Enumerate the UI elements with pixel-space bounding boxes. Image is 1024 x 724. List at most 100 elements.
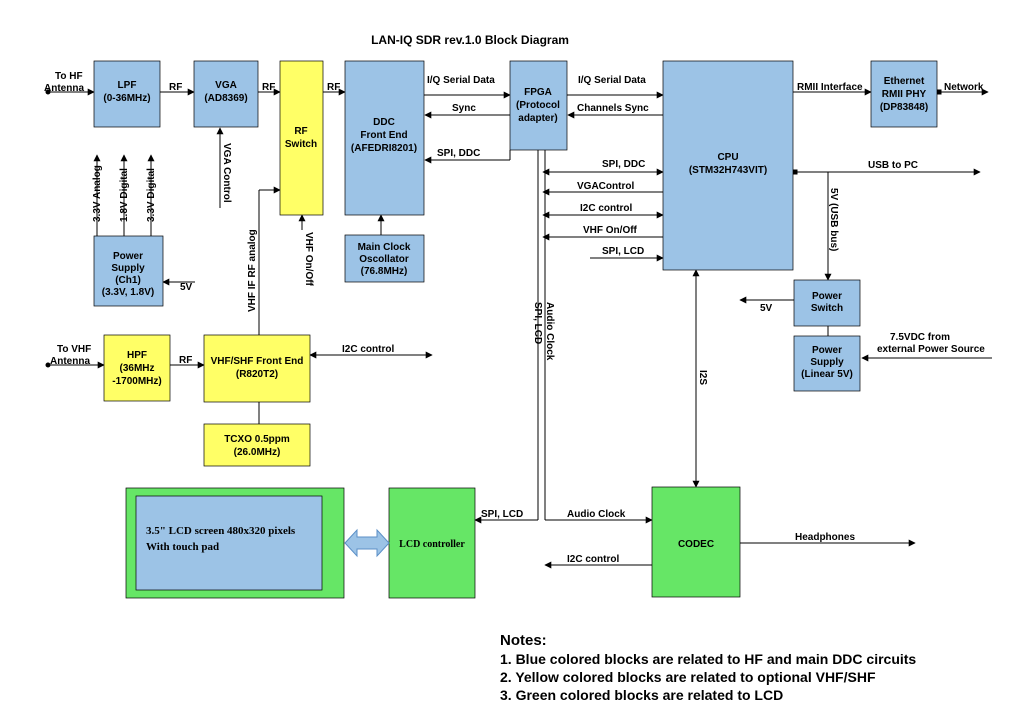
power-switch-label-2: Switch [811, 303, 843, 314]
rf-label-4: RF [179, 355, 192, 366]
vhf-onoff-v-label: VHF On/Off [303, 232, 314, 287]
vhf-antenna-label-2: Antenna [50, 356, 90, 367]
main-clock-label-1: Main Clock [358, 242, 411, 253]
notes: Notes: 1. Blue colored blocks are relate… [500, 632, 916, 703]
main-clock-label-2: Oscollator [359, 254, 409, 265]
ps-ch1-label-4: (3.3V, 1.8V) [102, 287, 154, 298]
ps-ch1-label-1: Power [113, 251, 143, 262]
ext-power-label-1: 7.5VDC from [890, 332, 950, 343]
ddc-label-3: (AFEDRI8201) [351, 143, 417, 154]
note-item-1: 1. Blue colored blocks are related to HF… [500, 651, 916, 667]
ddc-block [344, 60, 425, 216]
ddc-label-1: DDC [373, 117, 395, 128]
usb-bus-label: 5V (USB bus) [828, 188, 839, 251]
fpga-block [509, 60, 568, 151]
hf-antenna-label-1: To HF [55, 71, 83, 82]
codec-label: CODEC [678, 539, 714, 550]
blocks [93, 60, 938, 599]
eth-label-3: (DP83848) [880, 102, 928, 113]
power-supply-ch1-block [93, 235, 164, 307]
audio-clock-v-label: Audio Clock [544, 302, 555, 361]
i2c-control-label-3: I2C control [567, 554, 619, 565]
i2c-control-label-2: I2C control [342, 344, 394, 355]
diagram-title: LAN-IQ SDR rev.1.0 Block Diagram [371, 33, 569, 47]
spi-ddc-label-1: SPI, DDC [437, 148, 480, 159]
i2s-label: I2S [697, 370, 708, 385]
note-item-3: 3. Green colored blocks are related to L… [500, 687, 783, 703]
block-labels: LPF (0-36MHz) VGA (AD8369) RF Switch DDC… [102, 76, 928, 550]
headphones-label: Headphones [795, 532, 855, 543]
vhf-front-label-2: (R820T2) [236, 369, 278, 380]
lcd-screen-block [135, 495, 323, 591]
hf-antenna-label-2: Antenna [44, 83, 84, 94]
usb-to-pc-label: USB to PC [868, 160, 918, 171]
notes-title: Notes: [500, 632, 547, 649]
hpf-label-3: -1700MHz) [112, 376, 161, 387]
vga-control-v-label: VGA Control [221, 143, 232, 203]
vhf-front-label-1: VHF/SHF Front End [211, 356, 304, 367]
note-item-2: 2. Yellow colored blocks are related to … [500, 669, 876, 685]
ps-linear-label-2: Supply [810, 357, 844, 368]
connection-lines [45, 88, 992, 569]
rf-switch-label-2: Switch [285, 139, 317, 150]
tcxo-label-2: (26.0MHz) [234, 447, 281, 458]
tcxo-label-1: TCXO 0.5ppm [224, 434, 290, 445]
ddc-label-2: Front End [360, 130, 407, 141]
ps-linear-label-3: (Linear 5V) [801, 369, 853, 380]
hpf-block [103, 334, 171, 402]
fpga-label-2: (Protocol [516, 100, 560, 111]
iq-serial-data-label-2: I/Q Serial Data [578, 75, 646, 86]
channels-sync-label: Channels Sync [577, 103, 649, 114]
5v-label-2: 5V [180, 282, 193, 293]
eth-label-2: RMII PHY [882, 89, 927, 100]
5v-label-1: 5V [760, 303, 773, 314]
power-switch-label-1: Power [812, 291, 842, 302]
spi-lcd-label-1: SPI, LCD [602, 246, 644, 257]
lcd-controller-block [388, 487, 476, 599]
cpu-label-2: (STM32H743VIT) [689, 165, 767, 176]
ext-power-label-2: external Power Source [877, 344, 985, 355]
rf-label-3: RF [327, 82, 340, 93]
main-clock-block [344, 234, 425, 283]
vga-label-1: VGA [215, 80, 237, 91]
ps-ch1-label-3: (Ch1) [115, 275, 141, 286]
power-switch-block [793, 279, 861, 327]
hpf-label-2: (36MHz [119, 363, 154, 374]
lcd-link-arrow [344, 528, 390, 558]
ethernet-phy-block [870, 60, 938, 128]
eth-label-1: Ethernet [884, 76, 925, 87]
vhf-onoff-h-label: VHF On/Off [583, 225, 638, 236]
lcd-controller-label: LCD controller [399, 539, 465, 550]
spi-lcd-v-label: SPI, LCD [532, 302, 543, 344]
vga-label-2: (AD8369) [204, 93, 247, 104]
fpga-label-3: adapter) [518, 113, 557, 124]
tcxo-block [203, 423, 311, 467]
ps-ch1-label-2: Supply [111, 263, 145, 274]
vhf-antenna-label-1: To VHF [57, 344, 91, 355]
lcd-screen-label-1: 3.5" LCD screen 480x320 pixels [146, 525, 296, 537]
v18-digital-label: 1.8V Digital [119, 168, 130, 222]
v33-analog-label: 3.3V Analog [92, 165, 103, 222]
rf-label-1: RF [169, 82, 182, 93]
lcd-screen-label-2: With touch pad [146, 541, 219, 553]
v33-digital-label: 3.3V Digital [146, 168, 157, 222]
hpf-label-1: HPF [127, 350, 147, 361]
ps-linear-label-1: Power [812, 345, 842, 356]
rf-label-2: RF [262, 82, 275, 93]
main-clock-label-3: (76.8MHz) [361, 266, 408, 277]
rf-switch-block [279, 60, 324, 216]
audio-clock-label: Audio Clock [567, 509, 626, 520]
signal-labels: To HF Antenna RF RF RF I/Q Serial Data S… [44, 71, 985, 565]
lpf-label-2: (0-36MHz) [103, 93, 150, 104]
i2c-control-label-1: I2C control [580, 203, 632, 214]
lpf-label-1: LPF [118, 80, 137, 91]
codec-block [651, 486, 741, 598]
cpu-label-1: CPU [717, 152, 738, 163]
power-supply-linear-block [793, 335, 861, 392]
lpf-block [93, 60, 161, 128]
vhf-front-end-block [203, 334, 311, 403]
cpu-block [662, 60, 794, 271]
rf-switch-label-1: RF [294, 126, 307, 137]
rmii-interface-label: RMII Interface [797, 82, 863, 93]
